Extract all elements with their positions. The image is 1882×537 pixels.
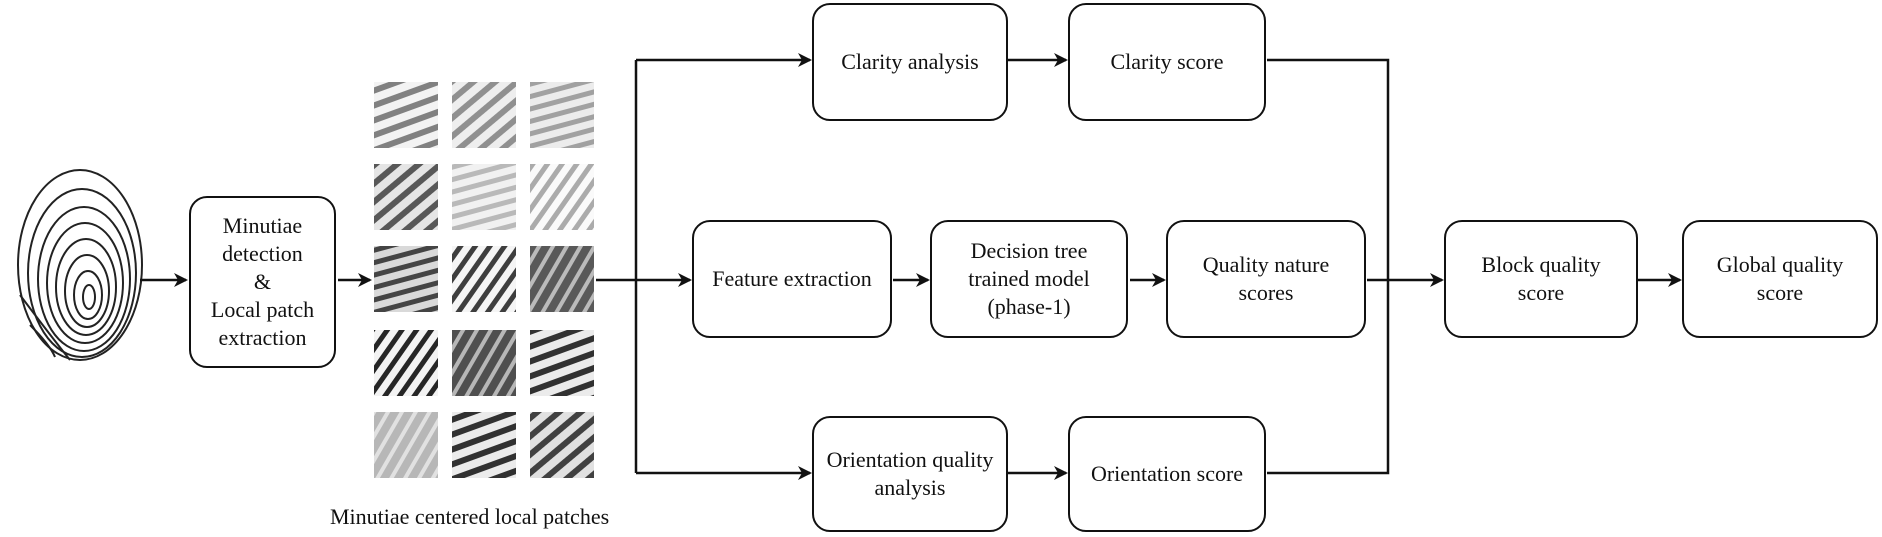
local-patch: [530, 412, 594, 478]
node-line: extraction: [218, 325, 307, 350]
orientation-score-box: Orientation score: [1068, 416, 1266, 532]
local-patch: [530, 164, 594, 230]
global-quality-box: Global quality score: [1682, 220, 1878, 338]
clarity-score-box: Clarity score: [1068, 3, 1266, 121]
node-line: Block quality score: [1481, 252, 1601, 305]
node-line: scores: [1238, 280, 1294, 305]
node-line: (phase-1): [987, 294, 1071, 319]
block-quality-box: Block quality score: [1444, 220, 1638, 338]
local-patch: [374, 246, 438, 312]
node-line: Clarity analysis: [841, 49, 979, 74]
node-line: &: [253, 269, 272, 294]
patch-caption: Minutiae centered local patches: [330, 504, 610, 529]
decision-tree-box: Decision tree trained model (phase-1): [930, 220, 1128, 338]
local-patch: [530, 246, 594, 312]
local-patch: [374, 82, 438, 148]
quality-nature-box: Quality nature scores: [1166, 220, 1366, 338]
node-line: Decision tree: [970, 238, 1088, 263]
clarity-analysis-box: Clarity analysis: [812, 3, 1008, 121]
node-line: Minutiae: [222, 213, 303, 238]
local-patch: [374, 164, 438, 230]
local-patch: [374, 412, 438, 478]
local-patch: [452, 412, 516, 478]
feature-extraction-box: Feature extraction: [692, 220, 892, 338]
node-line: analysis: [874, 475, 946, 500]
local-patch: [530, 330, 594, 396]
node-line: Clarity score: [1110, 49, 1224, 74]
node-line: Orientation score: [1090, 461, 1244, 486]
orientation-analysis-box: Orientation quality analysis: [812, 416, 1008, 532]
node-line: Local patch: [210, 297, 315, 322]
local-patch: [452, 164, 516, 230]
connectors: [140, 53, 1682, 480]
node-line: Global quality: [1716, 252, 1844, 277]
node-line: Quality nature: [1202, 252, 1330, 277]
local-patch: [452, 246, 516, 312]
node-line: Orientation quality: [826, 447, 994, 472]
node-line: detection: [222, 241, 303, 266]
fingerprint-image: [17, 169, 143, 361]
patch-grid: [374, 82, 594, 478]
line-clarity-score-to-merge: [1267, 58, 1390, 475]
minutiae-detection-box: Minutiae detection & Local patch extract…: [189, 196, 336, 368]
local-patch: [530, 82, 594, 148]
node-line: score: [1756, 280, 1804, 305]
local-patch: [452, 82, 516, 148]
local-patch: [452, 330, 516, 396]
node-line: trained model: [968, 266, 1090, 291]
node-line: Feature extraction: [712, 266, 872, 291]
local-patch: [374, 330, 438, 396]
